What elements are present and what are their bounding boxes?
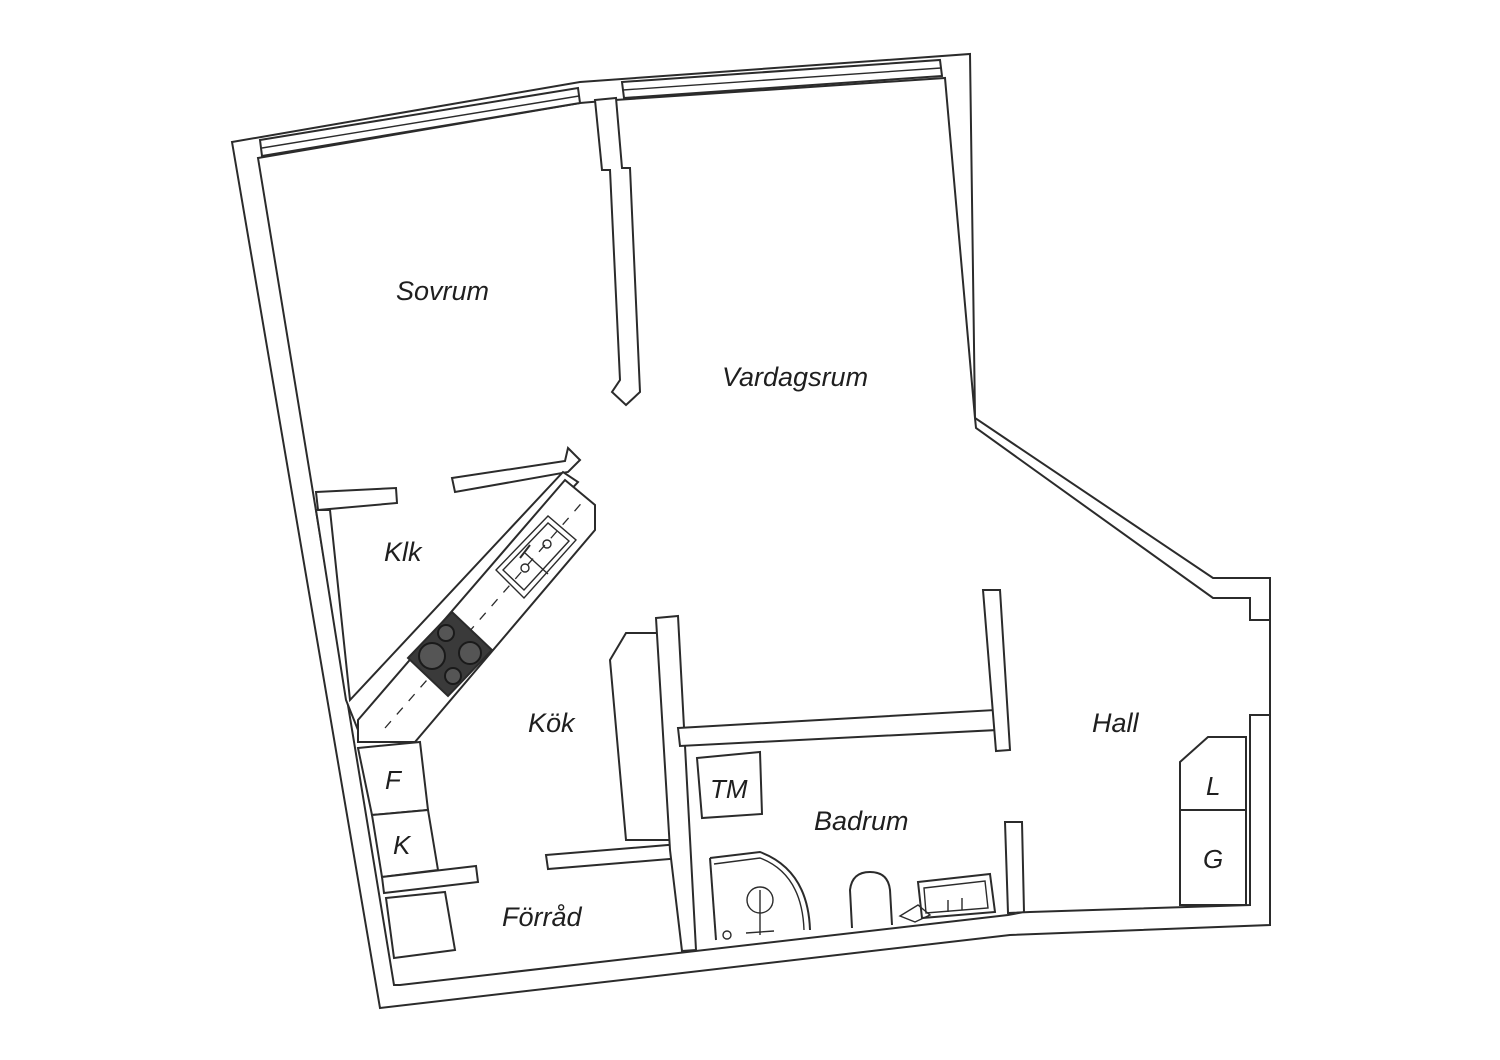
kitchen-sink-icon <box>495 515 577 600</box>
room-label-klk: Klk <box>384 537 423 567</box>
fixture-label-tm: TM <box>710 774 748 804</box>
stove-icon <box>406 610 494 698</box>
washbasin-icon <box>898 872 997 923</box>
room-label-sovrum: Sovrum <box>396 276 489 306</box>
fixture-labels: F K TM L G <box>385 765 1223 874</box>
room-label-vardagsrum: Vardagsrum <box>722 362 868 392</box>
shower-icon <box>709 850 811 941</box>
toilet-icon <box>848 870 893 929</box>
counter-edge <box>384 497 587 729</box>
interior-walls <box>314 96 1247 960</box>
room-label-forrad: Förråd <box>502 902 583 932</box>
windows <box>258 58 944 158</box>
fixture-label-k: K <box>393 830 412 860</box>
room-label-hall: Hall <box>1092 708 1140 738</box>
outer-walls <box>230 52 1271 1010</box>
fixture-label-f: F <box>385 765 403 795</box>
room-label-badrum: Badrum <box>814 806 909 836</box>
room-label-kok: Kök <box>528 708 576 738</box>
fixture-label-g: G <box>1203 844 1223 874</box>
room-labels: Sovrum Vardagsrum Klk Kök Hall Badrum Fö… <box>384 276 1140 932</box>
fixture-label-l: L <box>1206 771 1220 801</box>
